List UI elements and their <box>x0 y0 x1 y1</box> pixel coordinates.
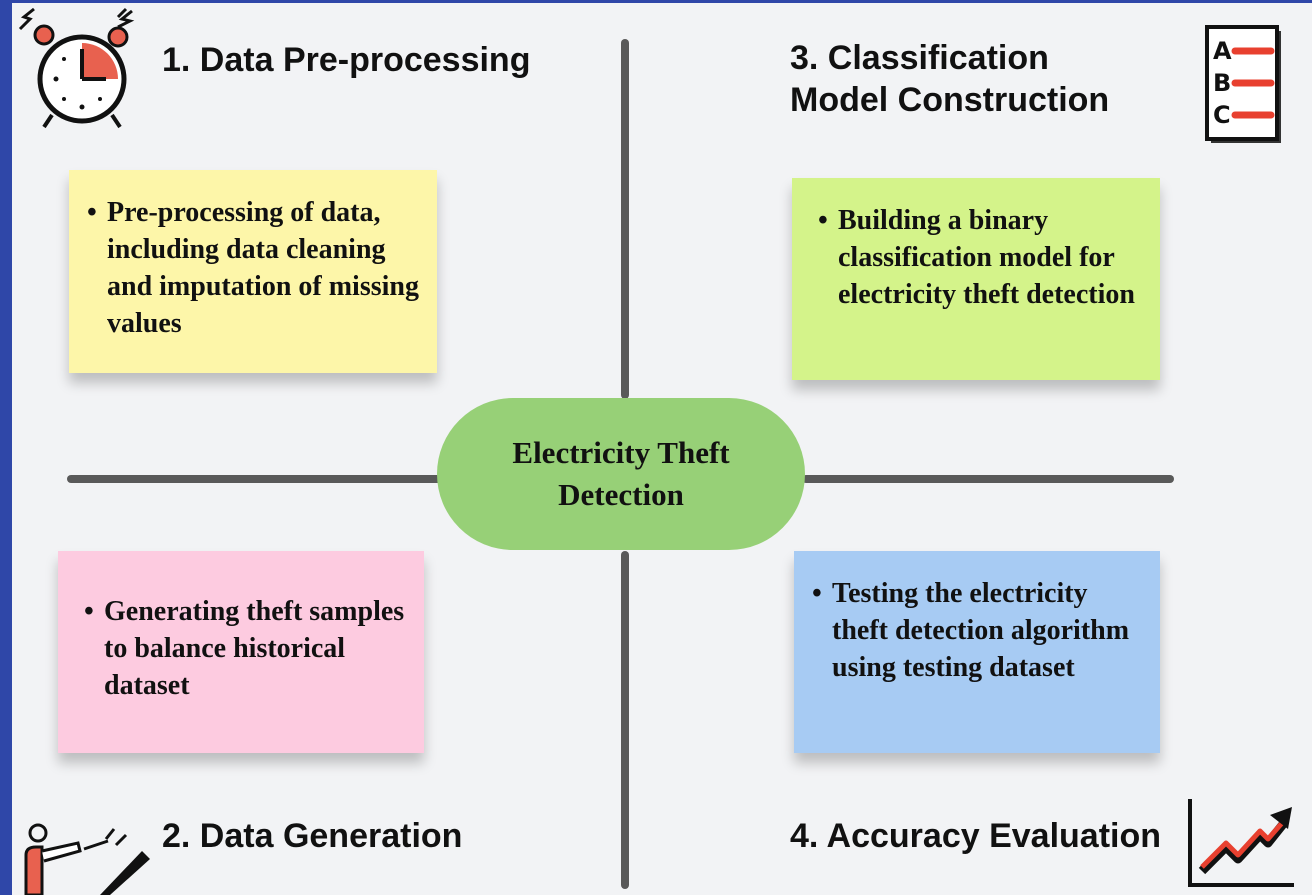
note-data-generation: Generating theft samples to balance hist… <box>58 551 424 753</box>
divider-horizontal-left <box>67 475 452 483</box>
svg-text:C: C <box>1213 101 1231 129</box>
svg-text:A: A <box>1213 37 1232 65</box>
heading-data-preprocessing: 1. Data Pre-processing <box>162 41 531 79</box>
rising-chart-icon <box>1188 799 1294 887</box>
divider-horizontal-right <box>802 475 1174 483</box>
note-classification-model: Building a binary classification model f… <box>792 178 1160 380</box>
bullet-data-generation: Generating theft samples to balance hist… <box>84 593 408 704</box>
note-accuracy-evaluation: Testing the electricity theft detection … <box>794 551 1160 753</box>
heading-data-generation: 2. Data Generation <box>162 817 463 855</box>
divider-vertical-top <box>621 39 629 399</box>
svg-text:B: B <box>1213 69 1231 97</box>
heading-accuracy-evaluation: 4. Accuracy Evaluation <box>790 817 1162 855</box>
bullet-classification-model: Building a binary classification model f… <box>818 202 1142 313</box>
abc-checklist-icon: A B C <box>1205 25 1281 143</box>
alarm-clock-icon <box>18 7 135 129</box>
note-data-preprocessing: Pre-processing of data, including data c… <box>69 170 437 373</box>
center-node: Electricity Theft Detection <box>437 398 805 550</box>
person-pointing-icon <box>24 823 150 895</box>
bullet-data-preprocessing: Pre-processing of data, including data c… <box>87 194 419 342</box>
center-label: Electricity Theft Detection <box>512 435 730 512</box>
divider-vertical-bottom <box>621 551 629 889</box>
diagram-canvas: Electricity Theft Detection 1. Data Pre-… <box>12 3 1312 895</box>
heading-classification-model: 3. Classification Model Construction <box>790 39 1110 119</box>
bullet-accuracy-evaluation: Testing the electricity theft detection … <box>812 575 1144 686</box>
